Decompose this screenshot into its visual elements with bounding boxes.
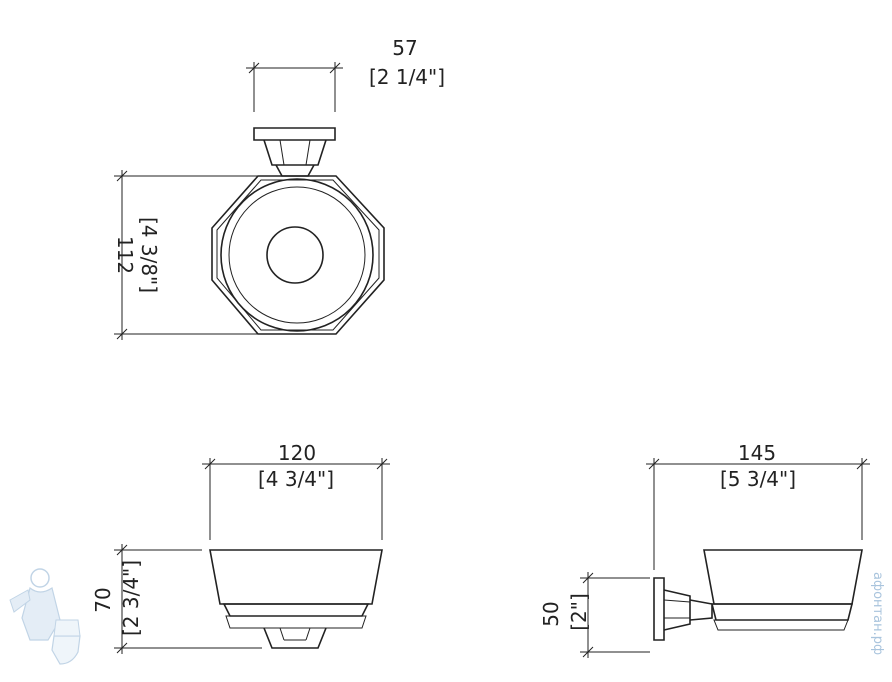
front-height-in: [2 3/4"] <box>119 560 143 636</box>
watermark-text: афонтан.рф <box>870 572 885 655</box>
side-mount-arm <box>689 599 713 621</box>
side-width-in: [5 3/4"] <box>720 467 796 491</box>
watermark-plumber-logo <box>9 568 81 665</box>
top-ring-outer <box>220 178 374 332</box>
front-rim <box>222 603 370 617</box>
side-width-mm: 145 <box>738 441 776 465</box>
front-view: 120 [4 3/4"] 70 [2 3/4"] <box>91 441 390 654</box>
front-bowl <box>209 549 383 605</box>
top-center-hole <box>266 226 324 284</box>
top-mount-plate <box>253 127 336 141</box>
side-height-in: [2"] <box>567 593 591 631</box>
front-width-in: [4 3/4"] <box>258 467 334 491</box>
side-base <box>713 619 849 631</box>
front-height-mm: 70 <box>91 587 115 612</box>
top-ring-inner <box>228 186 366 324</box>
top-height-in: [4 3/8"] <box>137 217 161 293</box>
side-mount-neck <box>663 589 691 631</box>
front-width-mm: 120 <box>278 441 316 465</box>
top-height-mm: 112 <box>113 236 137 274</box>
side-bowl <box>703 549 863 605</box>
front-mount <box>263 627 327 649</box>
side-view: 145 [5 3/4"] 50 [2"] <box>539 441 870 658</box>
side-height-mm: 50 <box>539 601 563 626</box>
top-octagon-inner <box>216 179 380 331</box>
top-view: 57 [2 1/4"] 112 [4 3/8"] <box>113 36 445 340</box>
top-width-in: [2 1/4"] <box>369 65 445 89</box>
front-base <box>225 615 367 629</box>
top-octagon-outer <box>211 175 385 335</box>
top-mount-collar <box>275 164 315 177</box>
top-mount-neck <box>263 139 327 166</box>
side-wall-plate <box>653 577 665 641</box>
side-rim <box>710 603 854 621</box>
top-width-mm: 57 <box>392 36 417 60</box>
